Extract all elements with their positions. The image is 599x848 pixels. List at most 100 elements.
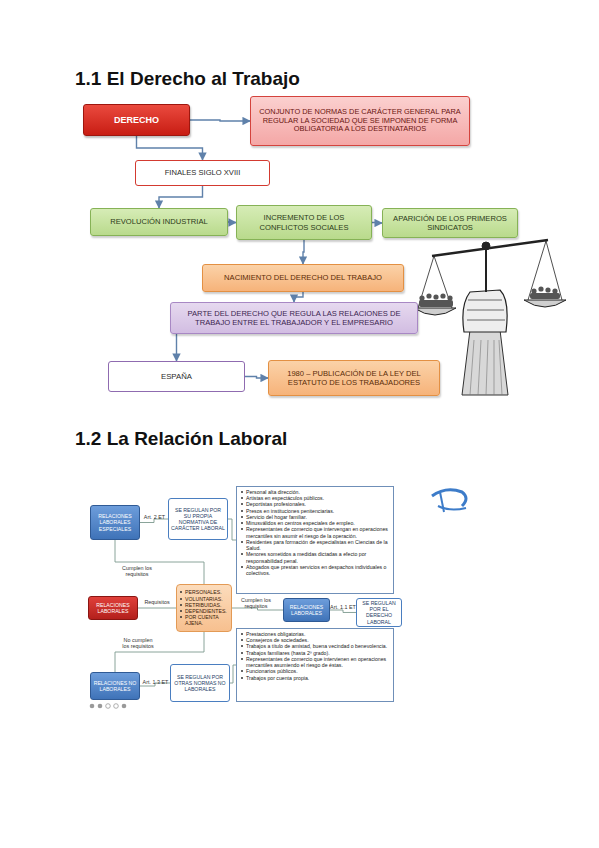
icon	[98, 704, 103, 709]
node-text: Artistas en espectáculos públicos.	[246, 495, 390, 501]
country-box: ESPAÑA	[108, 361, 245, 392]
category-box: RELACIONES LABORALES	[283, 598, 330, 622]
category-box: RELACIONES NO LABORALES	[90, 672, 140, 700]
connector	[115, 540, 204, 584]
node-text: Trabajos a título de amistad, buena veci…	[246, 643, 390, 649]
node-text: SE REGULAN POR SU PROPIA NORMATIVA DE CA…	[171, 507, 225, 532]
node-text: POR CUENTA AJENA.	[185, 614, 228, 626]
fist-fingers	[467, 300, 505, 320]
node-text: RELACIONES LABORALES	[285, 604, 328, 616]
section-heading: 1.1 El Derecho al Trabajo	[75, 68, 300, 90]
requirements-box: PERSONALES.VOLUNTARIAS.RETRIBUIDAS.DEPEN…	[176, 584, 232, 632]
list-box: Personal alta dirección.Artistas en espe…	[236, 486, 394, 594]
node-text: Trabajos familiares (hasta 2º grado).	[246, 650, 390, 656]
logo-swirl	[432, 490, 466, 506]
node-text: VOLUNTARIAS.	[185, 596, 223, 602]
connector-label: Art. 1.3 ET	[141, 679, 170, 685]
node-text: Consejeros de sociedades.	[246, 637, 390, 643]
node-text: Menores sometidos a medidas dictadas a e…	[246, 551, 390, 563]
category-box: RELACIONES LABORALES ESPECIALES	[90, 505, 140, 540]
connector-label: Art. 1.1 ET	[329, 604, 357, 610]
connector	[228, 221, 236, 223]
connector	[228, 519, 236, 540]
connector	[138, 608, 176, 609]
list-box: Prestaciones obligatorias.Consejeros de …	[236, 628, 394, 702]
node-text: SE REGULAN POR EL DERECHO LABORAL	[359, 600, 399, 625]
node-text: RELACIONES LABORALES	[90, 602, 136, 614]
connector	[330, 610, 356, 612]
node-text: Personal alta dirección.	[246, 489, 390, 495]
connector	[303, 240, 304, 264]
node-text: NACIMIENTO DEL DERECHO DEL TRABAJO	[224, 273, 382, 282]
node-text: APARICIÓN DE LOS PRIMEROS SINDICATOS	[389, 214, 511, 232]
connector	[137, 136, 203, 160]
node-text: Trabajos por cuenta propia.	[246, 675, 390, 681]
scale-beam	[432, 240, 548, 256]
result-box: NACIMIENTO DEL DERECHO DEL TRABAJO	[202, 264, 404, 292]
left-strings	[418, 256, 452, 308]
connector-label: Cumplen los requisitos	[236, 597, 276, 609]
node-text: PARTE DEL DERECHO QUE REGULA LAS RELACIO…	[179, 309, 409, 327]
node-text: Residentes para formación de especialist…	[246, 539, 390, 551]
node-text: SE REGULAN POR OTRAS NORMAS NO LABORALES	[173, 674, 227, 693]
arm-shading	[470, 340, 502, 395]
node-text: RELACIONES LABORALES ESPECIALES	[92, 513, 138, 532]
node-text: Funcionarios públicos.	[246, 668, 390, 674]
node-text: Deportistas profesionales.	[246, 501, 390, 507]
right-pan	[524, 300, 566, 307]
node-text: 1980 – PUBLICACIÓN DE LA LEY DEL ESTATUT…	[275, 369, 433, 387]
regulation-box: SE REGULAN POR SU PROPIA NORMATIVA DE CA…	[168, 498, 228, 540]
scale-post	[485, 248, 487, 292]
connector	[159, 186, 203, 208]
node-text: INCREMENTO DE LOS CONFLICTOS SOCIALES	[243, 213, 365, 231]
node-text: DERECHO	[114, 115, 159, 126]
law-box: 1980 – PUBLICACIÓN DE LA LEY DEL ESTATUT…	[268, 360, 440, 396]
node-text: FINALES SIGLO XVIII	[165, 168, 241, 177]
logo	[432, 490, 466, 512]
category-box: RELACIONES LABORALES	[88, 596, 138, 620]
regulation-box: SE REGULAN POR OTRAS NORMAS NO LABORALES	[170, 664, 230, 702]
regulation-box: SE REGULAN POR EL DERECHO LABORAL	[356, 598, 402, 627]
left-pan	[414, 308, 456, 315]
node-text: Minusválidos en centros especiales de em…	[246, 520, 390, 526]
period-box: FINALES SIGLO XVIII	[135, 160, 270, 186]
icon	[106, 704, 111, 709]
node-text: REVOLUCIÓN INDUSTRIAL	[110, 217, 207, 226]
arm	[462, 330, 508, 395]
cause-box: APARICIÓN DE LOS PRIMEROS SINDICATOS	[382, 208, 518, 238]
connector-label: Cumplen los requisitos	[120, 565, 154, 577]
connector	[190, 120, 250, 121]
node-text: PERSONALES.	[185, 589, 222, 595]
node-text: Representantes de comercio que interveng…	[246, 526, 390, 538]
logo-stroke	[440, 492, 444, 512]
node-text: Representantes de comercio que intervien…	[246, 656, 390, 668]
cause-box: REVOLUCIÓN INDUSTRIAL	[90, 208, 228, 236]
icon	[114, 704, 119, 709]
node-text: RETRIBUIDAS.	[185, 602, 221, 608]
connector-label: No cumplen los requisitos	[120, 637, 156, 649]
connector-label: Art. 2 ET	[141, 514, 168, 520]
icon	[90, 704, 95, 709]
left-crowd	[419, 293, 453, 307]
right-crowd	[530, 286, 560, 299]
node-text: RELACIONES NO LABORALES	[92, 680, 138, 692]
node-text: DEPENDIENTES.	[185, 608, 227, 614]
cause-box: INCREMENTO DE LOS CONFLICTOS SOCIALES	[236, 205, 372, 240]
section-heading: 1.2 La Relación Laboral	[75, 428, 287, 450]
connector	[245, 377, 268, 379]
node-text: Presos en instituciones penitenciarias.	[246, 508, 390, 514]
icon	[122, 704, 127, 709]
node-text: Prestaciones obligatorias.	[246, 631, 390, 637]
right-strings	[528, 241, 562, 300]
fist	[463, 290, 507, 332]
node-text: Servicio del hogar familiar.	[246, 514, 390, 520]
node-text: Abogados que prestan servicios en despac…	[246, 564, 390, 576]
definition-box: PARTE DEL DERECHO QUE REGULA LAS RELACIO…	[170, 302, 418, 334]
connector-label: Requisitos	[140, 599, 174, 605]
node-text: CONJUNTO DE NORMAS DE CARÁCTER GENERAL P…	[257, 108, 463, 135]
connector	[372, 222, 382, 224]
concept-box: DERECHO	[83, 104, 190, 136]
node-text: ESPAÑA	[161, 372, 192, 381]
connector	[294, 292, 303, 302]
